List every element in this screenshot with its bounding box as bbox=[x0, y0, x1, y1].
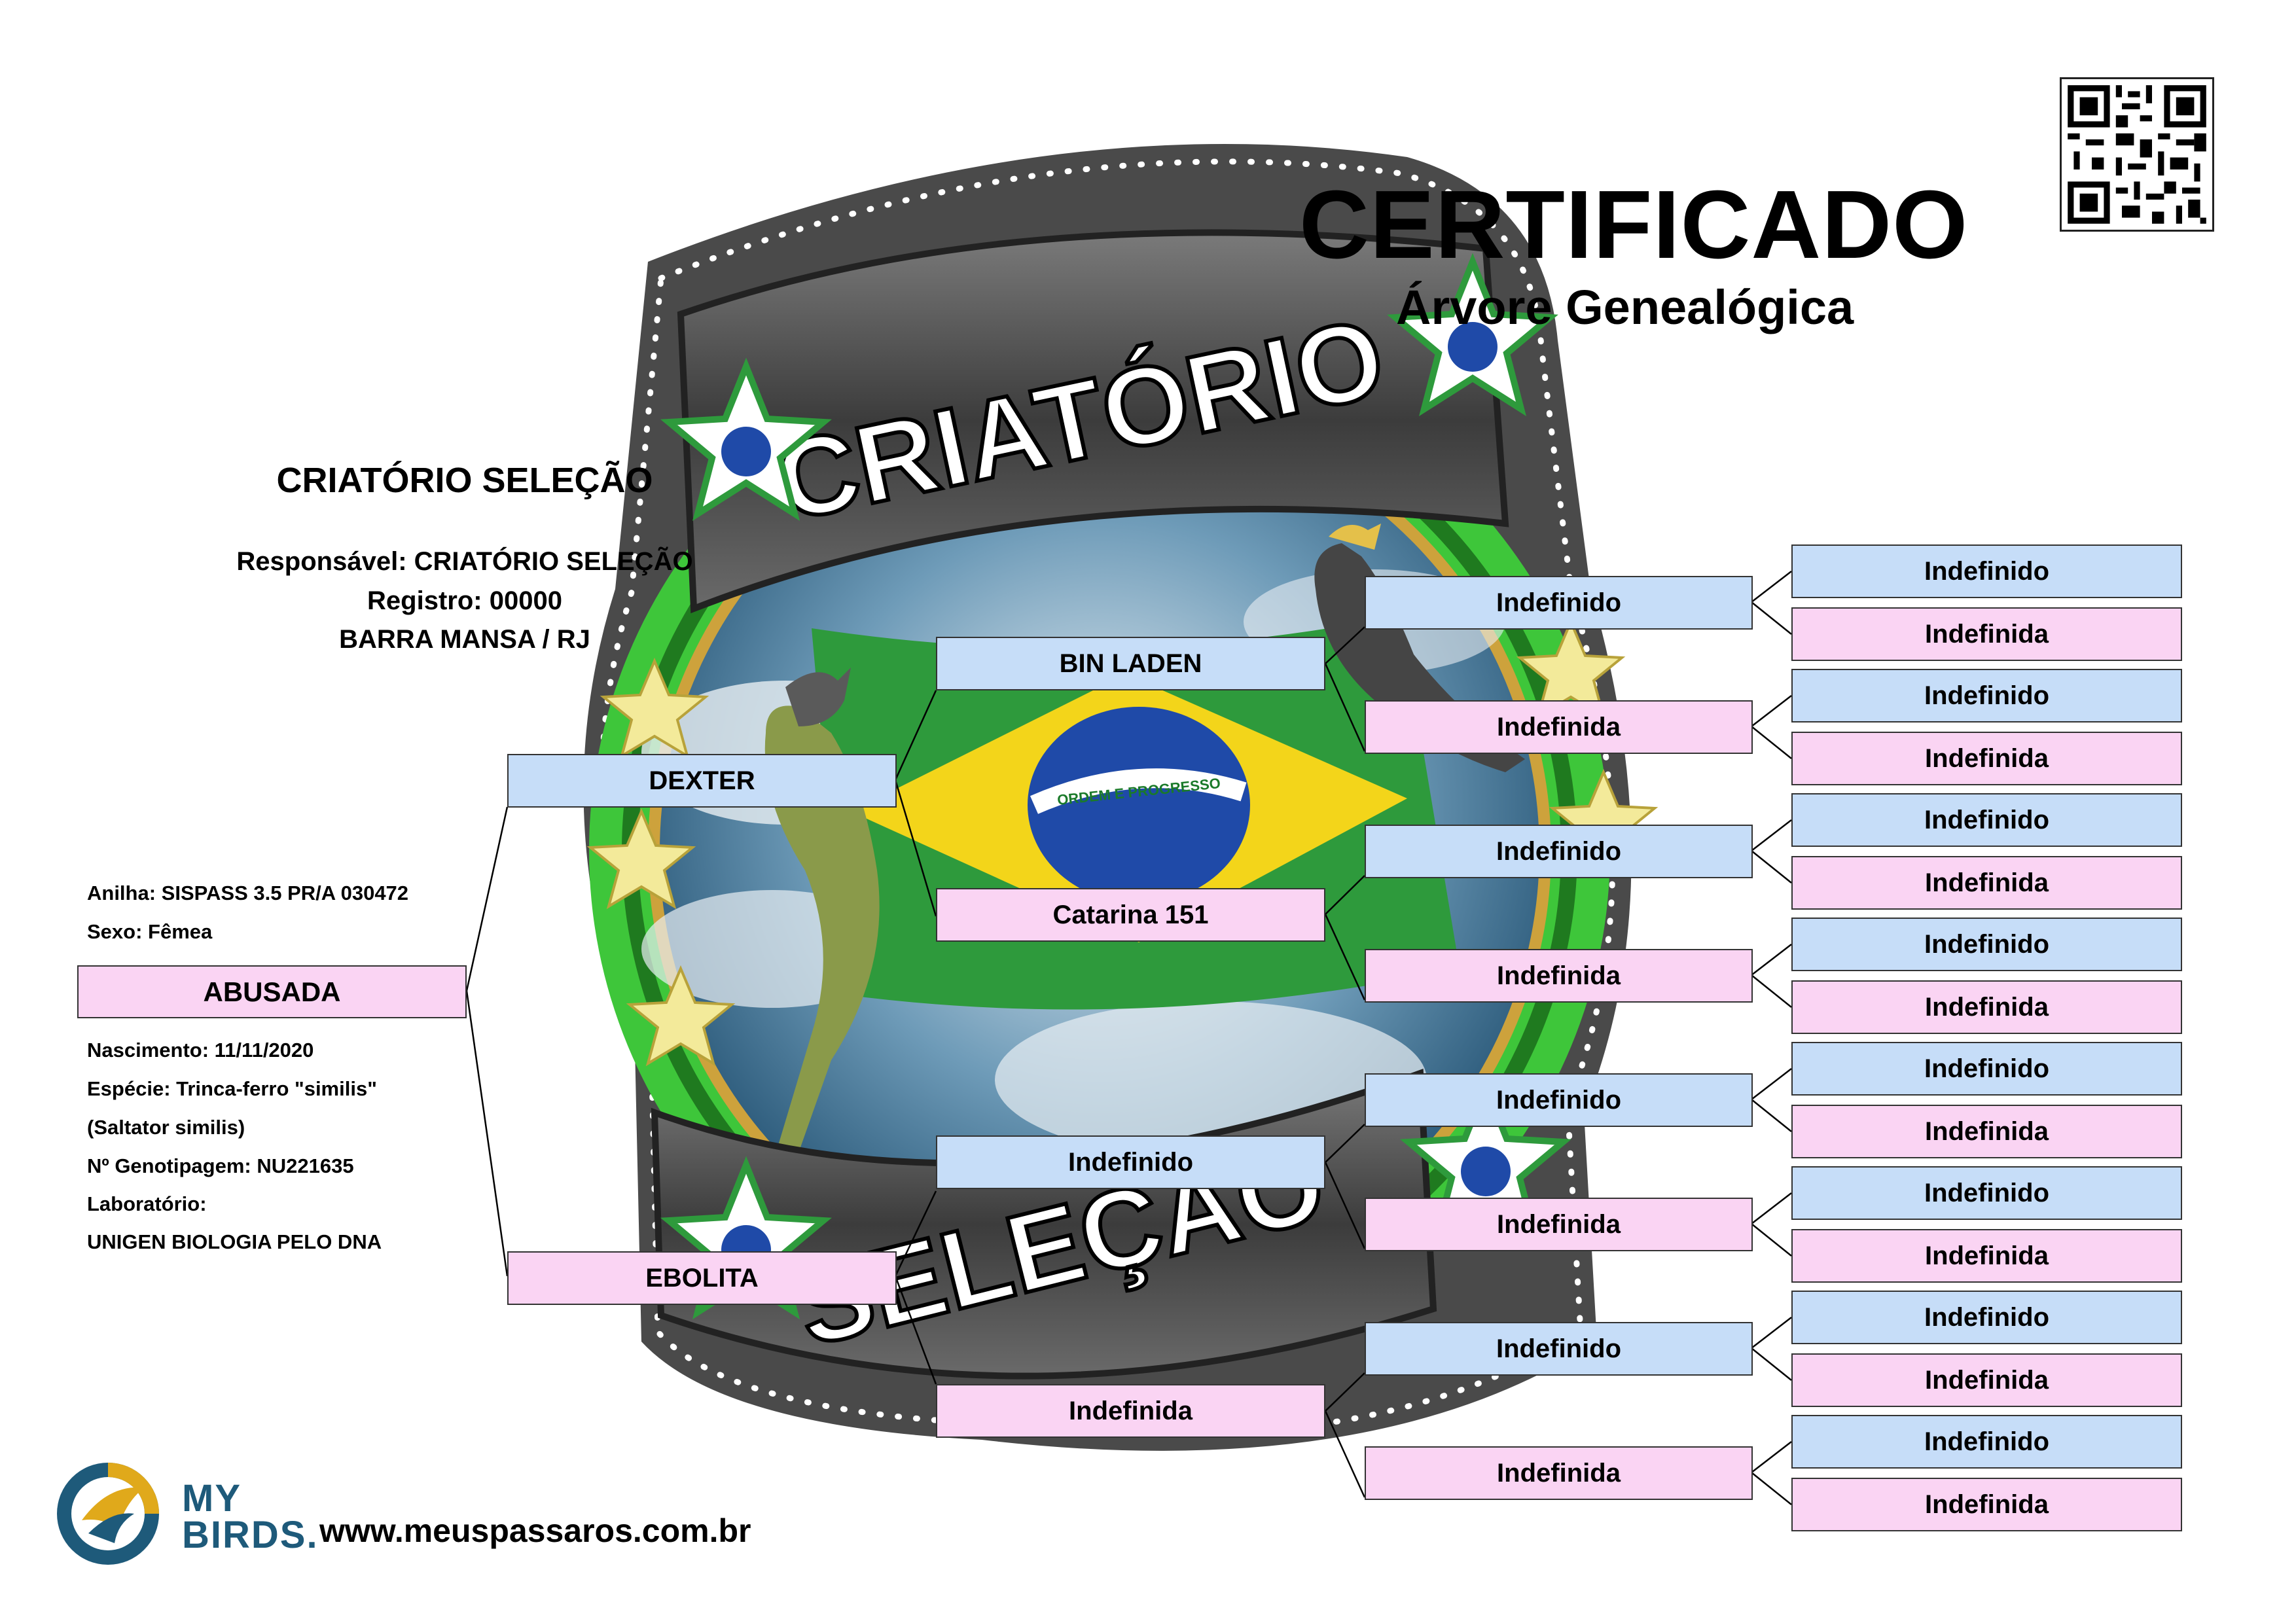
bird-name-box: ABUSADA bbox=[77, 965, 467, 1018]
pedigree-gen4-box: Indefinida bbox=[1365, 700, 1753, 754]
breeder-location: BARRA MANSA / RJ bbox=[339, 625, 590, 654]
pedigree-gen5-box: Indefinida bbox=[1791, 856, 2182, 910]
breeder-responsible: Responsável: CRIATÓRIO SELEÇÃO bbox=[236, 547, 693, 576]
pedigree-gen5-box: Indefinido bbox=[1791, 1291, 2182, 1344]
bird-scientific-name: (Saltator similis) bbox=[87, 1116, 245, 1139]
pedigree-gen5-box: Indefinido bbox=[1791, 544, 2182, 598]
pedigree-gen5-box: Indefinido bbox=[1791, 1166, 2182, 1220]
star-icon bbox=[586, 808, 696, 910]
logo-text-birds: BIRDS. bbox=[182, 1514, 319, 1556]
pedigree-gen5-box: Indefinido bbox=[1791, 1042, 2182, 1096]
pedigree-gen4-box: Indefinida bbox=[1365, 1446, 1753, 1500]
pedigree-gen4-box: Indefinido bbox=[1365, 1073, 1753, 1127]
star-icon bbox=[600, 657, 709, 759]
pedigree-gen5-box: Indefinida bbox=[1791, 1229, 2182, 1283]
breeder-name: CRIATÓRIO SELEÇÃO bbox=[276, 461, 653, 500]
pedigree-gen5-box: Indefinido bbox=[1791, 669, 2182, 722]
pedigree-gen5-box: Indefinida bbox=[1791, 607, 2182, 661]
pedigree-gen4-box: Indefinida bbox=[1365, 1198, 1753, 1251]
pedigree-gen4-box: Indefinido bbox=[1365, 576, 1753, 630]
bird-species: Espécie: Trinca-ferro "similis" bbox=[87, 1077, 377, 1100]
pedigree-gen5-box: Indefinido bbox=[1791, 918, 2182, 971]
bird-birth: Nascimento: 11/11/2020 bbox=[87, 1039, 314, 1061]
pedigree-father: DEXTER bbox=[507, 754, 897, 808]
top-banner: CRIATÓRIO bbox=[677, 229, 1509, 614]
pedigree-gen4-box: Indefinido bbox=[1365, 1322, 1753, 1376]
bird-genotyping: Nº Genotipagem: NU221635 bbox=[87, 1154, 354, 1177]
footer-url[interactable]: www.meuspassaros.com.br bbox=[319, 1512, 751, 1549]
pedigree-gen5-box: Indefinida bbox=[1791, 1478, 2182, 1531]
pedigree-gen4-box: Indefinida bbox=[1365, 949, 1753, 1003]
pedigree-gen5-box: Indefinido bbox=[1791, 1415, 2182, 1469]
pedigree-maternal-grandmother: Indefinida bbox=[936, 1384, 1325, 1438]
pedigree-mother: EBOLITA bbox=[507, 1251, 897, 1305]
bird-sex: Sexo: Fêmea bbox=[87, 920, 213, 943]
pedigree-gen5-box: Indefinida bbox=[1791, 732, 2182, 785]
mybirds-logo-icon bbox=[57, 1463, 159, 1565]
bird-ring: Anilha: SISPASS 3.5 PR/A 030472 bbox=[87, 882, 409, 904]
certificate-title: CERTIFICADO bbox=[1299, 171, 1969, 279]
certificate-subtitle: Árvore Genealógica bbox=[1396, 280, 1854, 334]
pedigree-gen4-box: Indefinido bbox=[1365, 825, 1753, 878]
pedigree-paternal-grandfather: BIN LADEN bbox=[936, 637, 1325, 690]
pedigree-gen5-box: Indefinido bbox=[1791, 793, 2182, 847]
qr-code-icon bbox=[2060, 77, 2214, 232]
pedigree-gen5-box: Indefinida bbox=[1791, 1353, 2182, 1407]
pedigree-gen5-box: Indefinida bbox=[1791, 980, 2182, 1034]
bird-lab: UNIGEN BIOLOGIA PELO DNA bbox=[87, 1230, 382, 1253]
pedigree-maternal-grandfather: Indefinido bbox=[936, 1135, 1325, 1189]
bird-lab-label: Laboratório: bbox=[87, 1192, 207, 1215]
breeder-registry: Registro: 00000 bbox=[367, 586, 562, 615]
star-icon bbox=[626, 965, 736, 1067]
pedigree-gen5-box: Indefinida bbox=[1791, 1105, 2182, 1158]
bird-illustration-left bbox=[764, 668, 880, 1171]
logo-text-my: MY bbox=[182, 1477, 242, 1520]
pedigree-paternal-grandmother: Catarina 151 bbox=[936, 888, 1325, 942]
star-icon bbox=[1516, 618, 1626, 720]
